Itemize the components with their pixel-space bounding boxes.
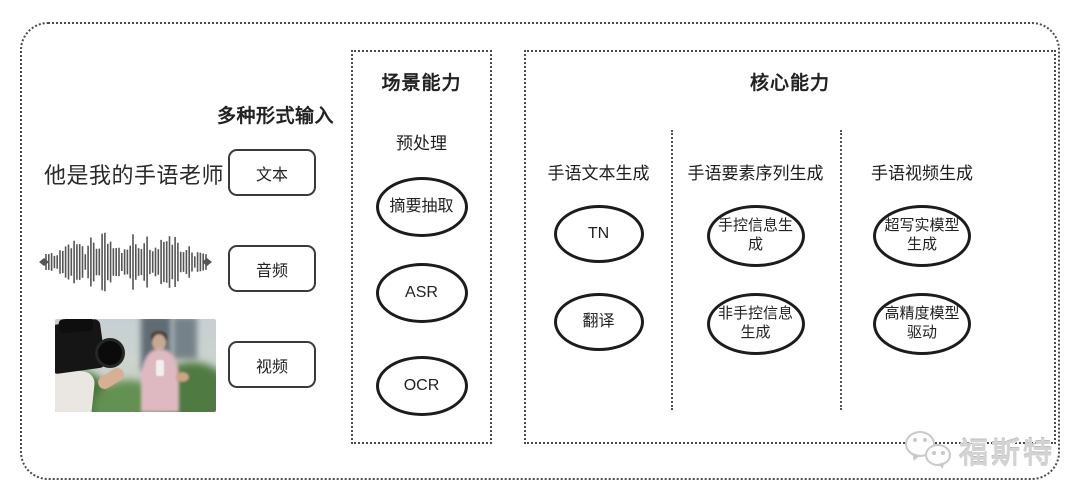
node-label: 高精度模型驱动	[884, 305, 960, 341]
scene-capability-panel: 场景能力 预处理 摘要抽取 ASR OCR	[351, 50, 492, 444]
core-panel-title: 核心能力	[749, 73, 830, 94]
node-manual-info-generation: 手控信息生成	[706, 205, 805, 267]
watermark-text: 福斯特	[959, 438, 1056, 470]
input-type-label: 文本	[255, 166, 288, 184]
input-type-audio-box: 音频	[228, 245, 316, 292]
input-type-label: 视频	[255, 358, 288, 376]
node-label: 手控信息生成	[717, 217, 793, 253]
watermark: 福斯特	[903, 429, 1055, 473]
camera-lens	[95, 338, 125, 368]
node-translation: 翻译	[553, 293, 644, 351]
wechat-bubbles-icon	[903, 429, 959, 473]
node-label: ASR	[405, 284, 438, 301]
outer-dotted-frame	[20, 22, 1060, 480]
node-hyperrealistic-model-generation: 超写实模型生成	[873, 205, 971, 267]
column-header: 手语视频生成	[871, 164, 973, 183]
node-high-precision-model-driving: 高精度模型驱动	[873, 293, 971, 355]
input-type-video-box: 视频	[228, 341, 316, 388]
node-label: OCR	[403, 377, 440, 394]
reporter-figure	[141, 349, 179, 412]
reporter-figure	[152, 334, 166, 351]
node-summary-extraction: 摘要抽取	[375, 177, 468, 237]
input-section-heading: 多种形式输入	[217, 106, 335, 127]
background-building	[173, 319, 197, 359]
column-header: 手语要素序列生成	[687, 164, 824, 183]
node-label: 翻译	[582, 313, 615, 330]
preprocess-label: 预处理	[396, 134, 447, 153]
video-thumbnail	[55, 319, 216, 412]
core-capability-panel: 核心能力 手语文本生成 TN 翻译 手语要素序列生成 手控信息生成 非手控信息生…	[524, 50, 1056, 444]
column-divider	[840, 130, 842, 410]
node-label: 超写实模型生成	[884, 217, 960, 253]
input-type-text-box: 文本	[228, 149, 316, 196]
sample-text-sentence: 他是我的手语老师	[44, 163, 225, 188]
node-label: 摘要抽取	[389, 198, 454, 215]
microphone	[156, 360, 164, 376]
column-divider	[671, 130, 673, 410]
column-sign-text-generation: 手语文本生成 TN 翻译	[526, 52, 671, 442]
scene-panel-title: 场景能力	[381, 73, 462, 94]
reporter-figure	[176, 372, 189, 382]
node-ocr: OCR	[375, 356, 468, 416]
input-type-label: 音频	[255, 262, 288, 280]
node-label: 非手控信息生成	[717, 305, 793, 341]
column-sign-element-sequence-generation: 手语要素序列生成 手控信息生成 非手控信息生成	[671, 52, 840, 442]
node-label: TN	[587, 225, 610, 242]
cameraman-figure	[55, 367, 96, 412]
column-header: 手语文本生成	[547, 164, 650, 183]
node-asr: ASR	[375, 263, 468, 323]
node-non-manual-info-generation: 非手控信息生成	[706, 293, 805, 355]
audio-waveform-icon	[39, 232, 212, 292]
column-sign-video-generation: 手语视频生成 超写实模型生成 高精度模型驱动	[840, 52, 1004, 442]
node-tn: TN	[553, 205, 644, 263]
